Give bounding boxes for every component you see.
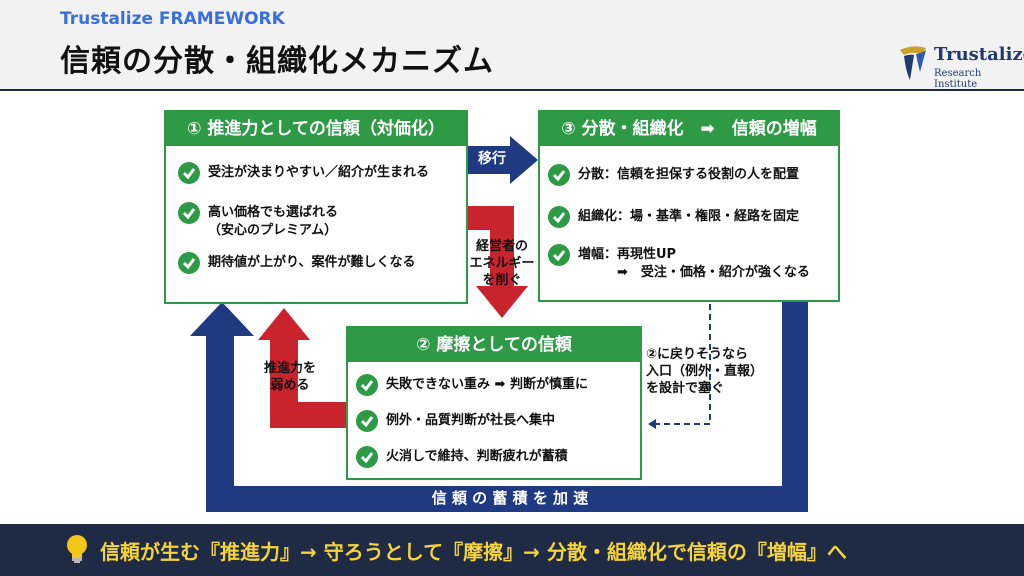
logo: Trustalize Research Institute xyxy=(896,42,1024,90)
check-icon xyxy=(178,162,200,184)
feedback-label: ②に戻りそうなら 入口（例外・直報） を設計で塞ぐ xyxy=(646,347,764,396)
item-text: 期待値が上がり、案件が難しくなる xyxy=(208,255,416,270)
item-text: 例外・品質判断が社長へ集中 xyxy=(386,413,556,428)
list-item: 高い価格でも選ばれる （安心のプレミアム） xyxy=(178,202,339,240)
item-text: 受注が決まりやすい／紹介が生まれる xyxy=(208,165,430,180)
header-bar xyxy=(0,0,1024,90)
box-amplify-title: ③ 分散・組織化 ➡ 信頼の増幅 xyxy=(540,112,838,146)
footer-bar xyxy=(0,524,1024,576)
list-item: 組織化：場・基準・権限・経路を固定 xyxy=(548,206,800,228)
logo-icon xyxy=(900,46,926,80)
list-item: 火消しで維持、判断疲れが蓄積 xyxy=(356,446,568,468)
check-icon xyxy=(356,374,378,396)
feedback-arrowhead xyxy=(648,419,656,429)
item-text: 分散：信頼を担保する役割の人を配置 xyxy=(578,167,800,182)
check-icon xyxy=(356,410,378,432)
check-icon xyxy=(548,164,570,186)
box-propulsion-title: ① 推進力としての信頼（対価化） xyxy=(166,112,466,146)
transition-arrow xyxy=(466,136,538,184)
box-propulsion: ① 推進力としての信頼（対価化） 受注が決まりやすい／紹介が生まれる 高い価格で… xyxy=(164,110,468,304)
list-item: 期待値が上がり、案件が難しくなる xyxy=(178,252,416,274)
item-text: 火消しで維持、判断疲れが蓄積 xyxy=(386,449,568,464)
logo-subtitle: Research Institute xyxy=(934,68,982,90)
list-item: 失敗できない重み ➡ 判断が慎重に xyxy=(356,374,588,396)
list-item: 受注が決まりやすい／紹介が生まれる xyxy=(178,162,430,184)
accelerate-label: 信 頼 の 蓄 積 を 加 速 xyxy=(431,489,589,507)
item-text: 増幅：再現性UP ➡ 受注・価格・紹介が強くなる xyxy=(578,247,810,280)
feedback-arrow xyxy=(656,304,711,425)
footer-summary: 信頼が生む『推進力』→ 守ろうとして『摩擦』→ 分散・組織化で信頼の『増幅』へ xyxy=(100,540,847,564)
energy-arrow xyxy=(466,206,528,318)
item-text: 失敗できない重み ➡ 判断が慎重に xyxy=(386,377,588,392)
check-icon xyxy=(548,244,570,266)
accelerate-arrow xyxy=(190,302,808,512)
framework-label: Trustalize FRAMEWORK xyxy=(60,9,285,29)
box-friction: ② 摩擦としての信頼 失敗できない重み ➡ 判断が慎重に 例外・品質判断が社長へ… xyxy=(346,326,642,480)
weaken-arrow xyxy=(258,308,346,428)
box-friction-title: ② 摩擦としての信頼 xyxy=(348,328,640,362)
logo-name: Trustalize xyxy=(934,44,1024,65)
header-divider xyxy=(0,89,1024,91)
list-item: 分散：信頼を担保する役割の人を配置 xyxy=(548,164,800,186)
flow-arrows xyxy=(190,136,808,512)
weaken-label: 推進力を 弱める xyxy=(263,361,316,393)
page-title: 信頼の分散・組織化メカニズム xyxy=(60,44,494,79)
item-text: 高い価格でも選ばれる （安心のプレミアム） xyxy=(208,205,339,238)
lightbulb-icon xyxy=(67,535,87,563)
box-amplify: ③ 分散・組織化 ➡ 信頼の増幅 分散：信頼を担保する役割の人を配置 組織化：場… xyxy=(538,110,840,302)
check-icon xyxy=(548,206,570,228)
list-item: 増幅：再現性UP ➡ 受注・価格・紹介が強くなる xyxy=(548,244,810,282)
check-icon xyxy=(178,252,200,274)
list-item: 例外・品質判断が社長へ集中 xyxy=(356,410,556,432)
check-icon xyxy=(178,202,200,224)
transition-label: 移行 xyxy=(478,151,506,167)
item-text: 組織化：場・基準・権限・経路を固定 xyxy=(578,209,800,224)
energy-label: 経営者の エネルギー を削ぐ xyxy=(469,239,535,288)
check-icon xyxy=(356,446,378,468)
